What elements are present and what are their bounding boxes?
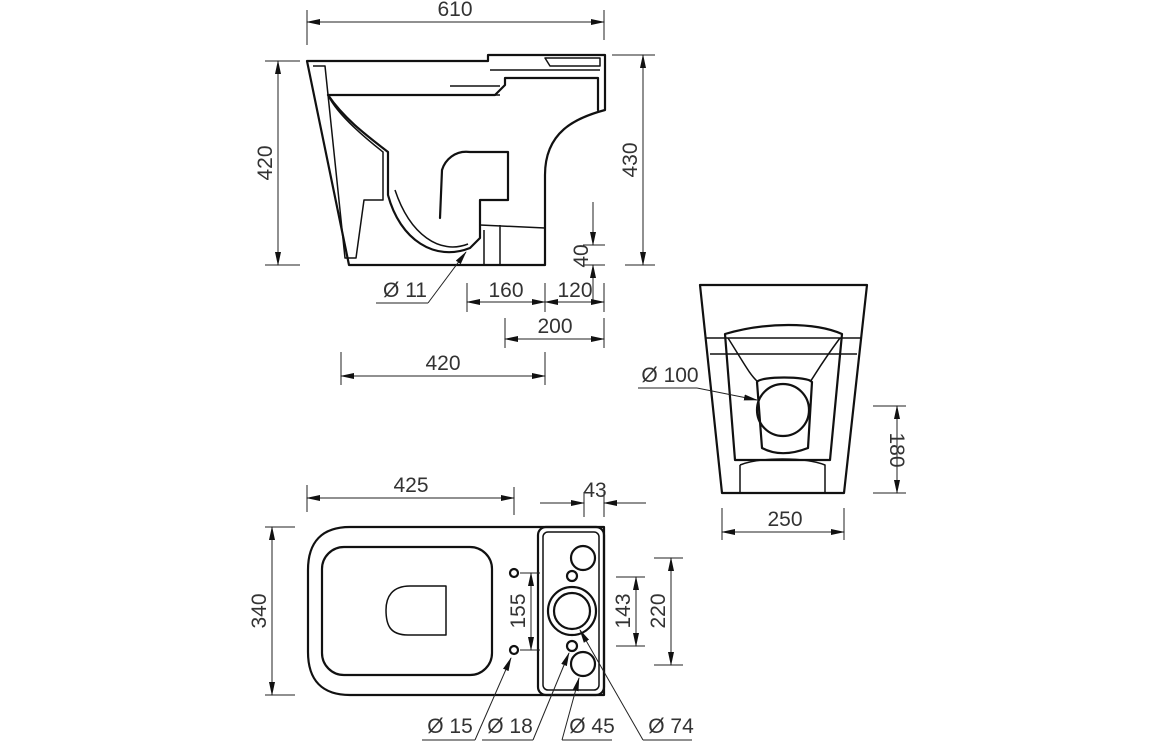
dim-overall-height: 430 bbox=[619, 142, 642, 177]
side-view-cistern-seat bbox=[450, 57, 601, 87]
dim-fixing-hole-diameter: Ø 15 bbox=[427, 715, 473, 738]
rear-view-outline bbox=[698, 283, 869, 495]
rear-view: Ø 100 180 250 bbox=[638, 283, 908, 540]
plan-view: 425 43 340 155 143 220 Ø 15 Ø 18 bbox=[248, 474, 694, 741]
dim-inner-spacing: 143 bbox=[612, 593, 635, 628]
flush-hole-outer bbox=[546, 585, 598, 637]
fixing-hole-bottom bbox=[508, 644, 520, 656]
flush-hole-inner bbox=[552, 591, 592, 631]
plan-view-cistern bbox=[536, 525, 606, 697]
plan-view-seat bbox=[320, 545, 494, 677]
dim-pan-length: 425 bbox=[393, 474, 428, 497]
dim-outlet-to-back-120: 120 bbox=[557, 279, 592, 302]
side-view-trap bbox=[394, 189, 546, 265]
dim-cistern-offset: 43 bbox=[583, 479, 606, 502]
water-inlet-hole bbox=[569, 544, 597, 572]
fixing-hole-top bbox=[508, 567, 520, 579]
dim-pan-height: 420 bbox=[254, 145, 277, 180]
dim-inlet-diameter: Ø 11 bbox=[383, 279, 427, 302]
dim-base-width: 250 bbox=[767, 508, 802, 531]
rear-view-pan bbox=[723, 323, 844, 462]
small-hole-top bbox=[565, 569, 579, 583]
plan-view-bowl-opening bbox=[385, 585, 447, 636]
dim-outlet-offset: 200 bbox=[537, 315, 572, 338]
small-hole-bottom bbox=[565, 639, 579, 653]
rear-view-outlet-housing bbox=[755, 376, 814, 455]
dim-overall-width: 340 bbox=[248, 593, 271, 628]
dim-fixing-hole-spacing: 155 bbox=[507, 593, 530, 628]
dim-fixing-depth: 420 bbox=[425, 352, 460, 375]
dim-overall-length: 610 bbox=[437, 0, 472, 21]
overflow-hole bbox=[569, 650, 597, 678]
dim-small-hole-diameter: Ø 18 bbox=[487, 715, 533, 738]
dim-flush-hole-diameter: Ø 74 bbox=[648, 715, 694, 738]
dim-outlet-to-back-160: 160 bbox=[488, 279, 523, 302]
dim-outlet-diameter: Ø 100 bbox=[641, 364, 698, 387]
plan-view-outline bbox=[306, 525, 606, 697]
dim-outer-spacing: 220 bbox=[647, 593, 670, 628]
rear-view-outlet-circle bbox=[755, 382, 811, 438]
dim-water-hole-diameter: Ø 45 bbox=[569, 715, 615, 738]
side-view: 610 420 430 40 Ø 11 160 120 200 bbox=[254, 0, 655, 385]
side-view-bowl bbox=[326, 76, 600, 254]
dim-outlet-height: 40 bbox=[570, 244, 593, 267]
dim-outlet-centre-height: 180 bbox=[885, 432, 908, 467]
side-view-outline bbox=[305, 53, 607, 267]
